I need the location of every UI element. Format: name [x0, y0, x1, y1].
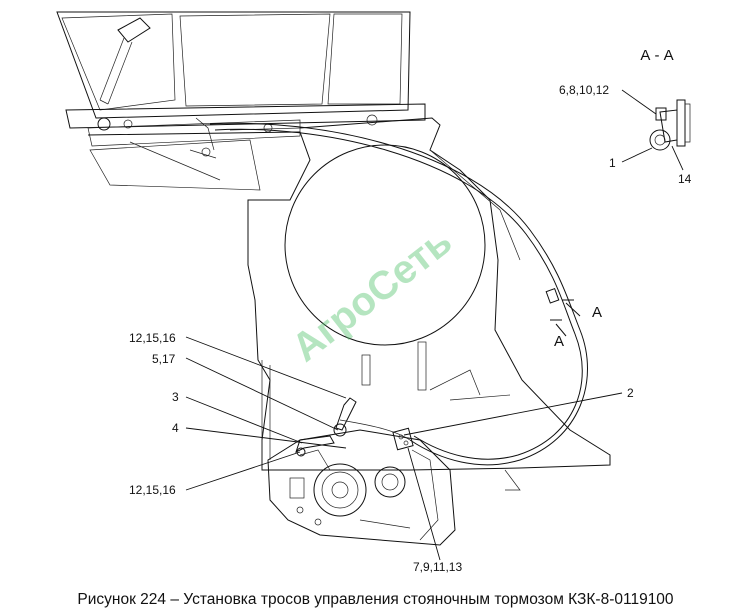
section-view-detail [649, 99, 691, 151]
section-mark: A [592, 304, 602, 321]
callout-label: 7,9,11,13 [413, 560, 462, 574]
figure-caption: Рисунок 224 – Установка тросов управлени… [77, 591, 674, 608]
callout-label: 6,8,10,12 [559, 83, 609, 97]
callout-label: 14 [678, 172, 692, 186]
callout-label: 4 [172, 421, 179, 435]
section-cut-markers [550, 299, 581, 337]
cab-panel-assembly [56, 11, 426, 191]
section-view-title: А - А [640, 47, 673, 64]
section-mark: A [554, 333, 564, 350]
gearbox-assembly [267, 429, 456, 546]
callout-label: 3 [172, 390, 179, 404]
callout-label: 5,17 [152, 352, 176, 366]
callout-label: 12,15,16 [129, 483, 176, 497]
leader-lines [185, 89, 684, 561]
brake-lever-assembly [295, 397, 414, 457]
callout-label: 2 [627, 386, 634, 400]
callout-label: 1 [609, 156, 616, 170]
watermark: АгроСеть [284, 219, 460, 370]
callout-label: 12,15,16 [129, 331, 176, 345]
